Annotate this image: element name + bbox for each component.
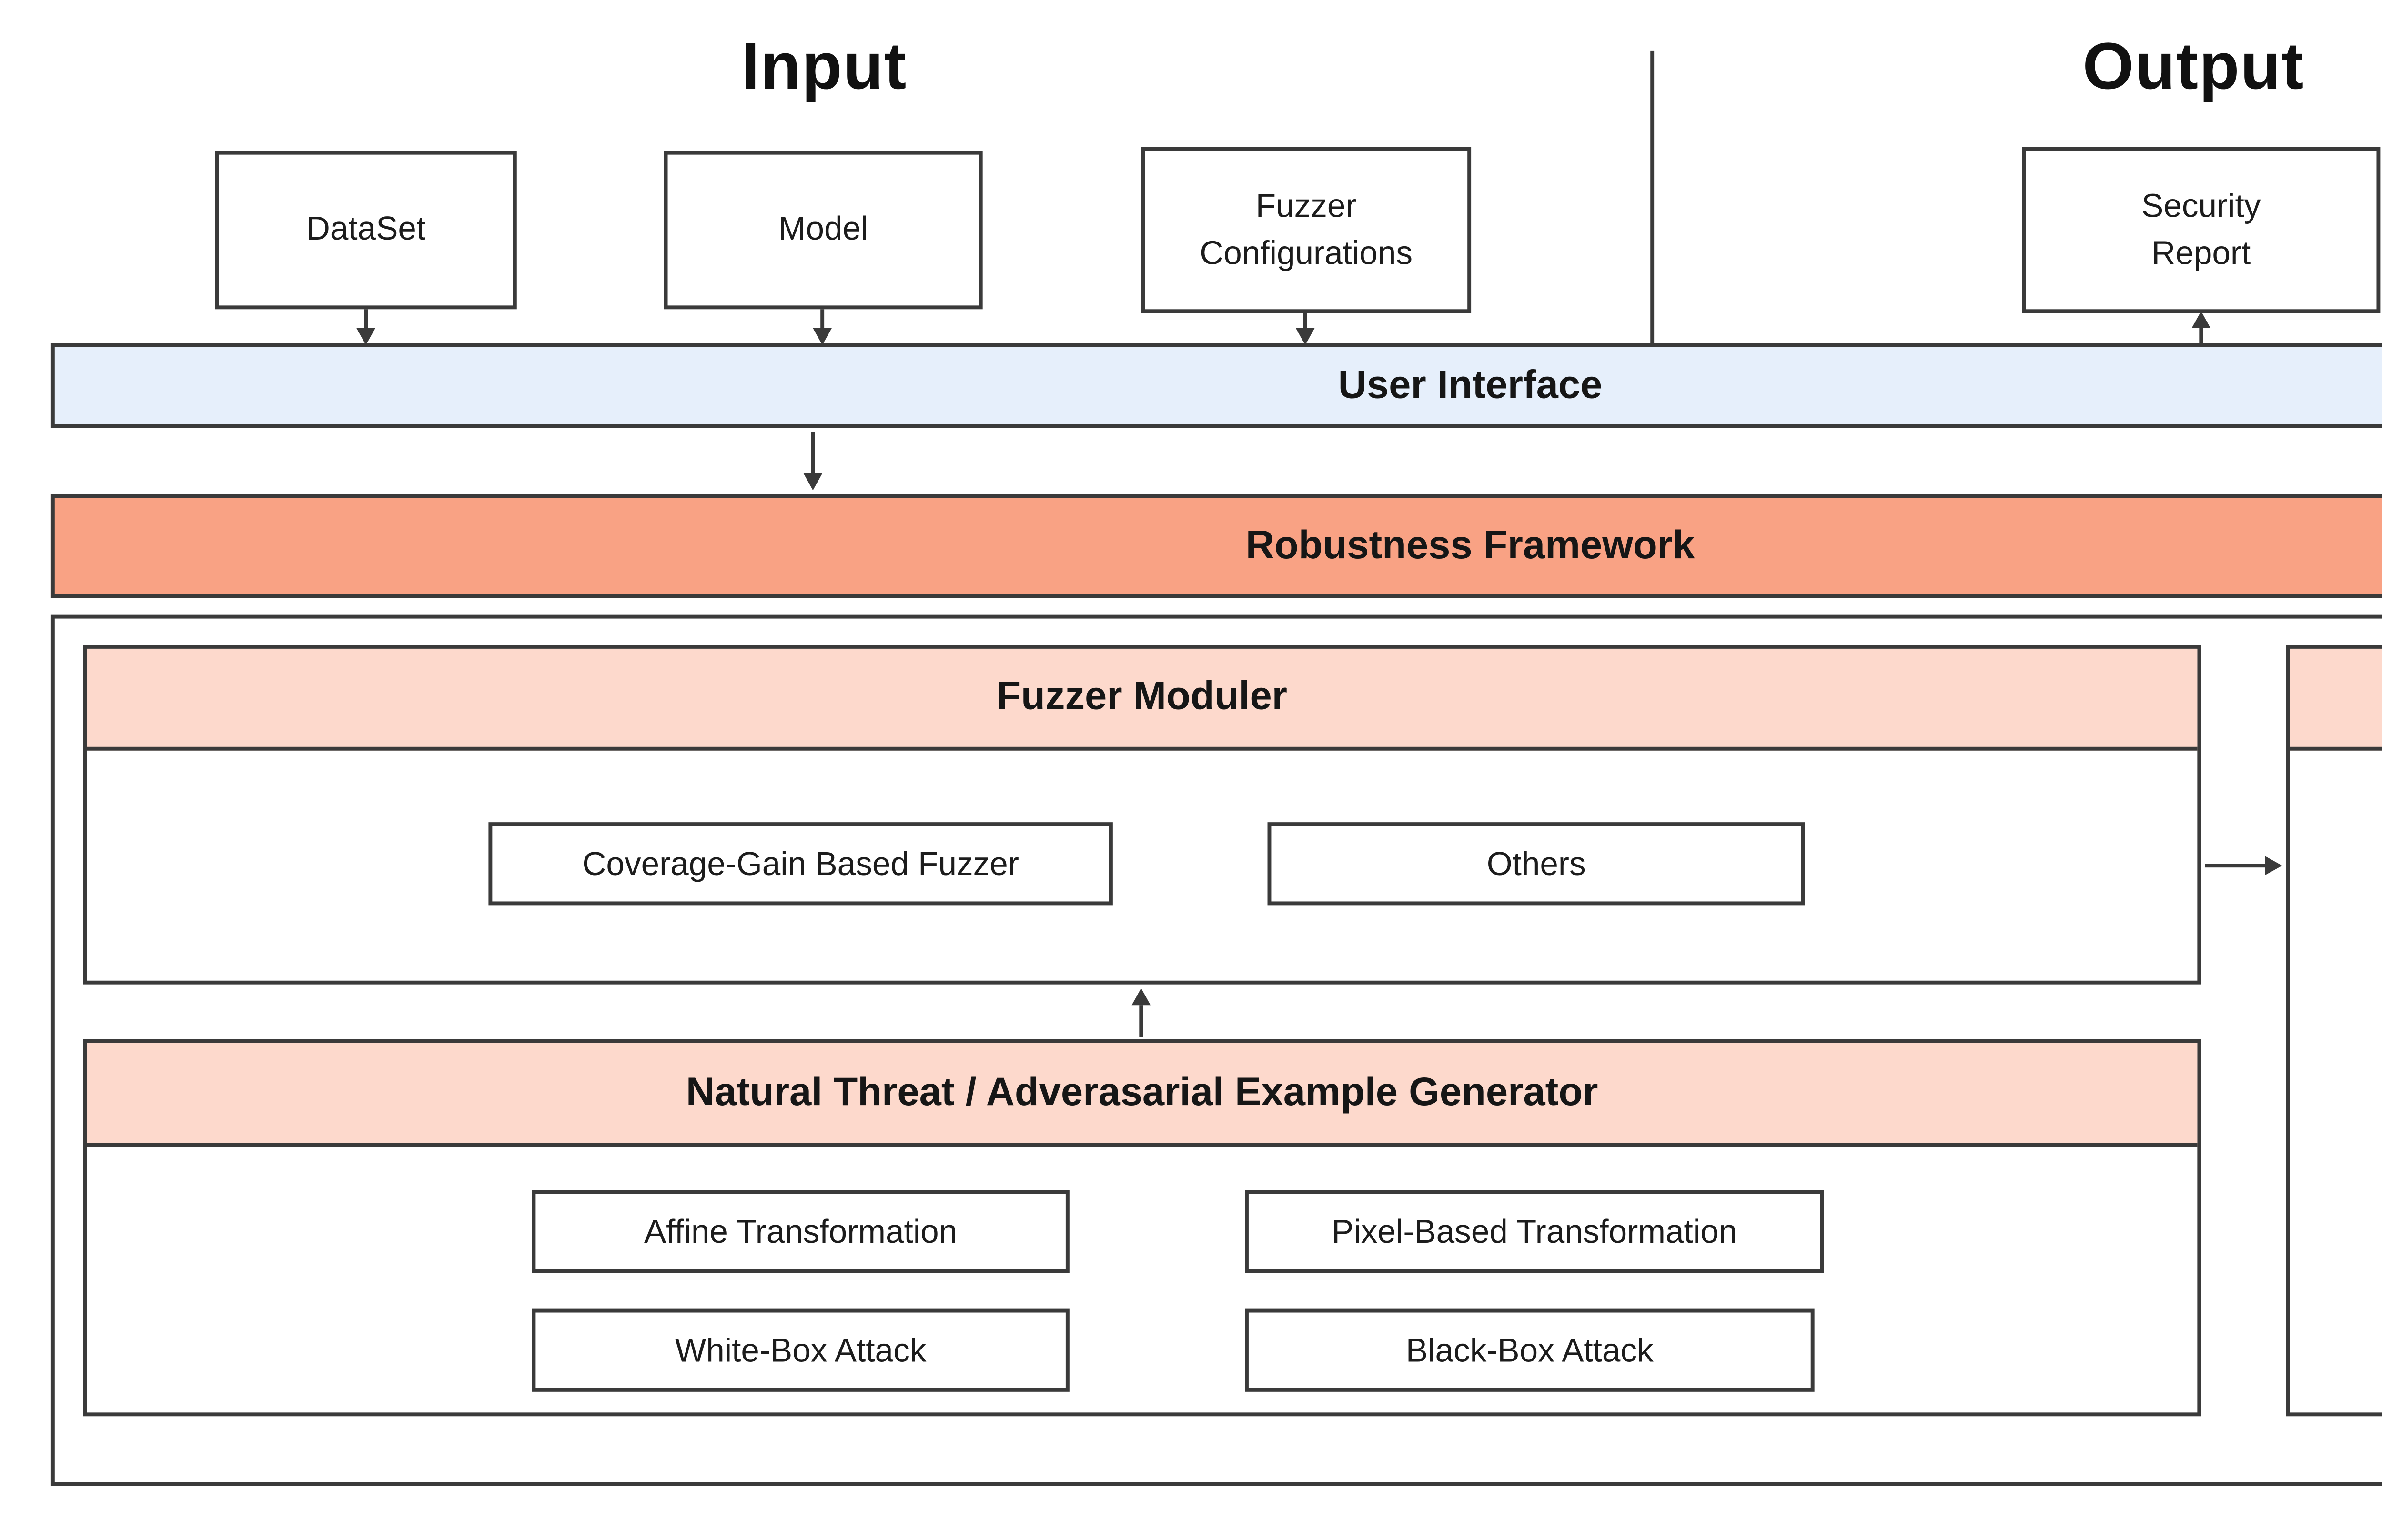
- fuzzer-configurations-label: Fuzzer Configurations: [1200, 186, 1413, 272]
- pixel-based-transformation-label: Pixel-Based Transformation: [1332, 1212, 1737, 1250]
- arrow-stem: [2205, 863, 2265, 868]
- arrow-stem: [363, 309, 369, 328]
- arrow-stem: [2199, 328, 2204, 347]
- affine-transformation-label: Affine Transformation: [644, 1212, 958, 1250]
- affine-transformation-box: Affine Transformation: [532, 1190, 1070, 1273]
- generator-panel: Natural Threat / Adverasarial Example Ge…: [83, 1039, 2201, 1417]
- arrow-head-down-icon: [813, 328, 832, 345]
- fuzzer-moduler-header: Fuzzer Moduler: [87, 648, 2198, 751]
- pixel-based-transformation-box: Pixel-Based Transformation: [1245, 1190, 1824, 1273]
- arrow-head-down-icon: [1295, 328, 1315, 345]
- security-report-label: Security Report: [2141, 186, 2261, 272]
- fuzzer-moduler-panel: Fuzzer Moduler: [83, 645, 2201, 985]
- dataset-box: DataSet: [215, 151, 517, 310]
- input-output-divider: [1649, 50, 1655, 345]
- arrow-fuzzer-moduler-to-evaluation: [2205, 854, 2282, 877]
- black-box-attack-box: Black-Box Attack: [1245, 1308, 1815, 1392]
- white-box-attack-box: White-Box Attack: [532, 1308, 1070, 1392]
- arrow-stem: [820, 309, 825, 328]
- arrow-head-down-icon: [356, 328, 375, 345]
- arrow-head-right-icon: [2265, 856, 2282, 876]
- user-interface-label: User Interface: [1338, 363, 1603, 407]
- arrow-ui-to-security-report: [2190, 311, 2213, 347]
- arrow-ui-to-framework: [802, 432, 825, 491]
- evaluation-header: Evaluation: [2290, 648, 2382, 751]
- output-section-title: Output: [2082, 30, 2305, 104]
- dataset-label: DataSet: [306, 210, 426, 248]
- arrow-dataset-to-ui: [354, 309, 377, 345]
- generator-header: Natural Threat / Adverasarial Example Ge…: [87, 1043, 2198, 1147]
- arrow-head-up-icon: [1131, 988, 1151, 1006]
- robustness-framework-label: Robustness Framework: [1245, 523, 1695, 567]
- fuzzer-others-box: Others: [1267, 822, 1805, 906]
- robustness-framework-bar: Robustness Framework: [50, 494, 2382, 598]
- user-interface-bar: User Interface: [50, 343, 2382, 428]
- arrow-stem: [810, 432, 816, 473]
- black-box-attack-label: Black-Box Attack: [1405, 1331, 1654, 1369]
- model-label: Model: [778, 210, 868, 248]
- white-box-attack-label: White-Box Attack: [675, 1331, 927, 1369]
- arrow-stem: [1139, 1005, 1144, 1037]
- arrow-generator-to-fuzzer-moduler: [1130, 988, 1153, 1037]
- coverage-gain-fuzzer-label: Coverage-Gain Based Fuzzer: [582, 844, 1019, 882]
- model-box: Model: [664, 151, 983, 310]
- arrow-head-down-icon: [803, 473, 823, 491]
- fuzzer-configurations-box: Fuzzer Configurations: [1141, 147, 1472, 313]
- arrow-fuzzer-configurations-to-ui: [1294, 313, 1317, 345]
- evaluation-panel: Evaluation: [2286, 645, 2382, 1417]
- coverage-gain-fuzzer-box: Coverage-Gain Based Fuzzer: [488, 822, 1113, 906]
- fuzzer-others-label: Others: [1486, 844, 1586, 882]
- input-section-title: Input: [741, 30, 908, 104]
- security-report-box: Security Report: [2022, 147, 2381, 313]
- arrow-stem: [1302, 313, 1308, 328]
- arrow-head-up-icon: [2191, 311, 2211, 328]
- arrow-model-to-ui: [811, 309, 834, 345]
